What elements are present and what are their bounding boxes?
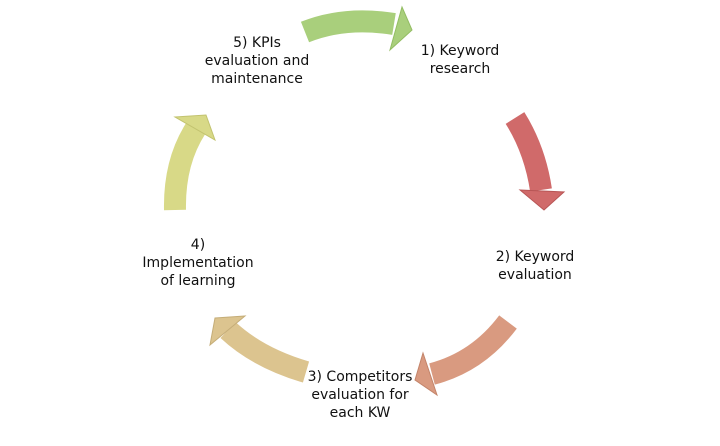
step-1-label: 1) Keyword research — [421, 42, 500, 78]
step-4-line: Implementation — [142, 255, 254, 271]
step-4-line: of learning — [160, 273, 236, 289]
step-5-line: evaluation and — [204, 53, 310, 69]
step-4-label: 4) Implementation of learning — [142, 236, 253, 290]
step-2-label: 2) Keyword evaluation — [496, 248, 575, 284]
step-5-line: 5) KPIs — [233, 35, 281, 51]
arrow-4-to-5 — [163, 114, 216, 211]
step-3-line: each KW — [329, 405, 391, 421]
step-2-line: 2) Keyword — [495, 249, 575, 265]
step-1-line: research — [429, 61, 491, 77]
step-3-label: 3) Competitors evaluation for each KW — [308, 368, 413, 422]
step-1-line: 1) Keyword — [420, 43, 500, 59]
step-2-line: evaluation — [498, 267, 572, 283]
arrow-2-to-3 — [414, 315, 517, 397]
step-5-label: 5) KPIs evaluation and maintenance — [205, 34, 309, 88]
arrow-1-to-2 — [505, 112, 566, 211]
arrow-3-to-4 — [209, 315, 310, 383]
step-4-line: 4) — [190, 237, 206, 253]
step-5-line: maintenance — [211, 71, 303, 87]
step-3-line: 3) Competitors — [307, 369, 413, 385]
arrow-5-to-1 — [300, 5, 413, 52]
step-3-line: evaluation for — [311, 387, 409, 403]
